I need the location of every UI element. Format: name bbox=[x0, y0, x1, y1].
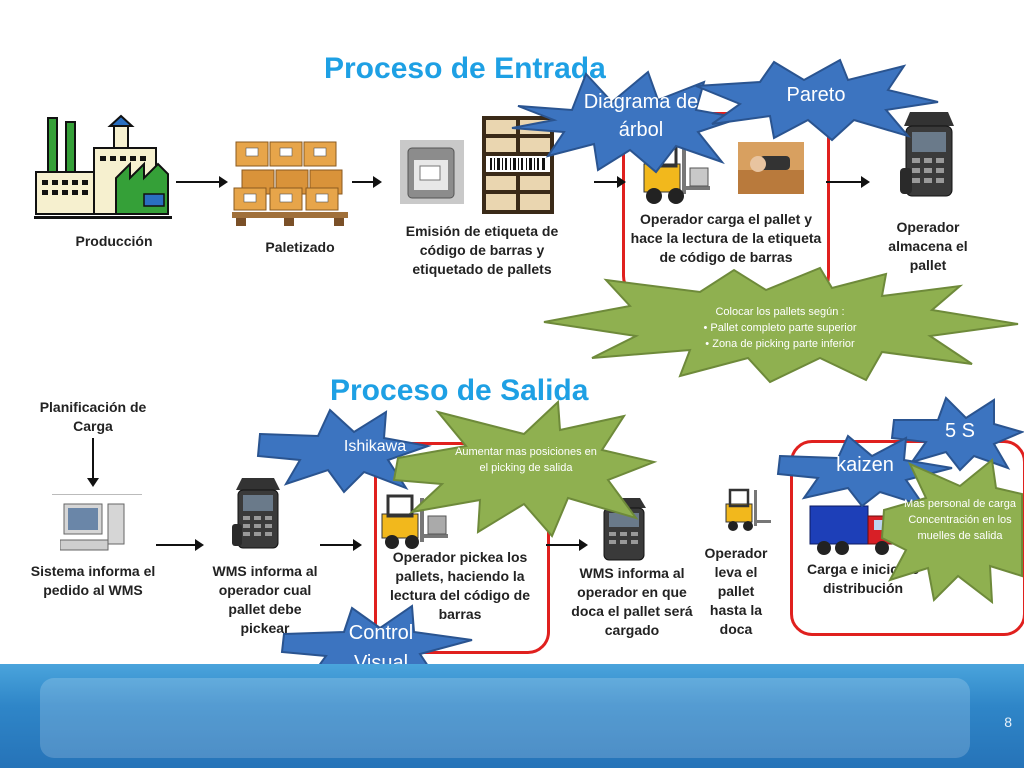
starburst-diagrama-arbol bbox=[511, 70, 741, 174]
star-label-pareto: Pareto bbox=[786, 84, 846, 106]
flow-arrow-down bbox=[92, 438, 94, 482]
handheld-scanner-icon bbox=[900, 112, 954, 197]
forklift-icon bbox=[725, 488, 771, 531]
flow-arrow bbox=[320, 539, 362, 551]
caption-wms-pickear: WMS informa al operador cual pallet debe… bbox=[212, 563, 318, 636]
starburst-aumentar bbox=[392, 400, 658, 538]
caption-planificacion-carga: Planificación de Carga bbox=[39, 399, 147, 434]
starburst-mas-personal bbox=[880, 458, 1023, 604]
starburst-5s bbox=[890, 396, 1024, 472]
flow-arrowhead bbox=[87, 478, 99, 487]
note-colocar-pallets: Colocar los pallets según : Pallet compl… bbox=[640, 304, 920, 352]
caption-operador-carga: Operador carga el pallet y hace la lectu… bbox=[630, 211, 822, 265]
note-mas-personal-line: Concentración en los muelles de salida bbox=[908, 514, 1012, 542]
forklift-icon bbox=[381, 494, 448, 549]
caption-operador-almacena: Operador almacena el pallet bbox=[888, 219, 968, 273]
note-colocar-item: Pallet completo parte superior bbox=[640, 320, 920, 336]
starburst-kaizen bbox=[776, 434, 953, 508]
label-printer-icon bbox=[400, 140, 464, 204]
caption-sistema-informa: Sistema informa el pedido al WMS bbox=[30, 563, 156, 598]
title-proceso-entrada: Proceso de Entrada bbox=[324, 52, 606, 85]
caption-carga-distribucion: Carga e inicio de distribución bbox=[806, 561, 920, 596]
divider bbox=[52, 494, 142, 495]
page-number: 8 bbox=[1004, 714, 1012, 730]
star-label-diagrama-arbol: Diagrama de árbol bbox=[583, 91, 699, 141]
flow-arrow bbox=[594, 176, 626, 188]
caption-emision-etiqueta: Emisión de etiqueta de código de barras … bbox=[405, 223, 559, 277]
note-aumentar: Aumentar mas posiciones en el picking de… bbox=[455, 446, 597, 474]
pallet-boxes-icon bbox=[232, 141, 348, 226]
flow-arrow bbox=[156, 539, 204, 551]
factory-icon bbox=[34, 114, 172, 219]
note-colocar-title: Colocar los pallets según : bbox=[715, 306, 845, 318]
footer-panel bbox=[40, 678, 970, 758]
caption-operador-pickea: Operador pickea los pallets, haciendo la… bbox=[389, 549, 531, 622]
star-label-kaizen: kaizen bbox=[836, 454, 894, 476]
caption-operador-lleva: Operador leva el pallet hasta la doca bbox=[704, 545, 768, 637]
flow-arrow bbox=[176, 176, 228, 188]
computer-icon bbox=[60, 503, 125, 551]
highlight-box-pickea bbox=[374, 442, 550, 654]
handheld-scanner-icon bbox=[232, 478, 280, 549]
title-proceso-salida: Proceso de Salida bbox=[330, 374, 589, 407]
flow-arrow bbox=[352, 176, 382, 188]
flow-arrow bbox=[826, 176, 870, 188]
note-colocar-item: Zona de picking parte inferior bbox=[640, 336, 920, 352]
caption-paletizado: Paletizado bbox=[265, 239, 335, 255]
flow-arrow bbox=[546, 539, 588, 551]
note-mas-personal: Mas personal de carga Concentración en l… bbox=[896, 496, 1024, 544]
star-label-ishikawa: Ishikawa bbox=[343, 438, 407, 455]
star-label-5s: 5 S bbox=[944, 420, 976, 442]
starburst-pareto bbox=[695, 58, 939, 142]
note-mas-personal-line: Mas personal de carga bbox=[904, 498, 1016, 510]
footer-band: 8 bbox=[0, 664, 1024, 768]
caption-produccion: Producción bbox=[75, 233, 153, 249]
caption-wms-doca: WMS informa al operador en que doca el p… bbox=[571, 565, 693, 638]
scanner-operator-icon bbox=[738, 142, 804, 194]
